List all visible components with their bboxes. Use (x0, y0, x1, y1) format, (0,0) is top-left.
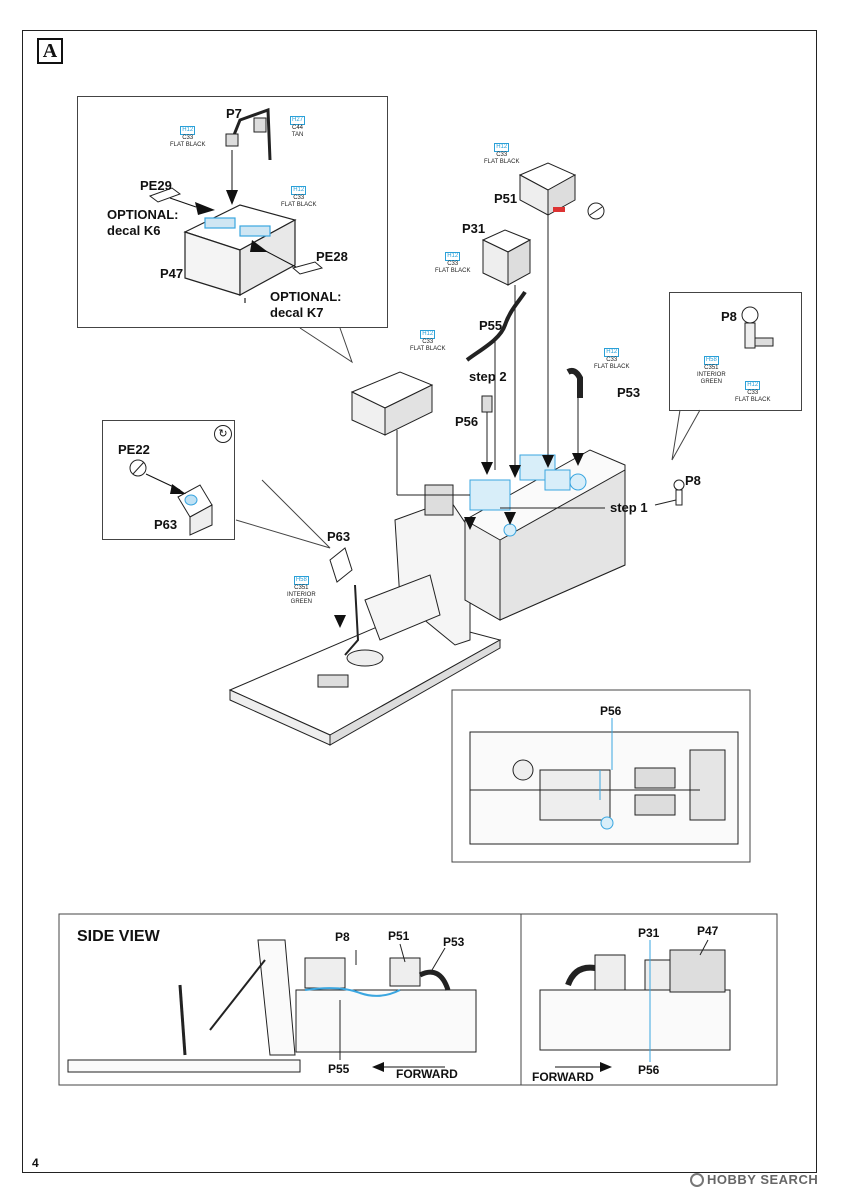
side-label-p31: P31 (638, 926, 660, 940)
label-p47: P47 (160, 266, 184, 281)
side-label-p47: P47 (697, 924, 719, 938)
p51-box (518, 162, 577, 216)
page-number: 4 (32, 1156, 39, 1170)
p55-hose (465, 290, 527, 362)
side-forward-left: FORWARD (396, 1067, 458, 1081)
label-p31: P31 (462, 221, 486, 236)
floor-plate (228, 614, 502, 746)
side-view-title: SIDE VIEW (77, 928, 160, 945)
label-p56: P56 (455, 414, 479, 429)
battery-small (350, 371, 434, 436)
side-forward-right: FORWARD (532, 1070, 594, 1084)
label-pe22: PE22 (118, 442, 150, 457)
label-optional-k6-1: OPTIONAL: (107, 207, 179, 222)
p63-drawing (177, 484, 213, 536)
side-label-p53: P53 (443, 935, 465, 949)
side-view-right-drawing (539, 949, 731, 1051)
seat-frame (364, 484, 471, 646)
label-p7: P7 (226, 106, 242, 121)
label-step1: step 1 (610, 500, 648, 515)
side-label-p55: P55 (328, 1062, 350, 1076)
label-p56-topview: P56 (600, 704, 622, 718)
side-label-p8: P8 (335, 930, 350, 944)
p8-detail-drawing (741, 306, 774, 349)
side-label-p56: P56 (638, 1063, 660, 1077)
label-p8: P8 (685, 473, 701, 488)
step-badge: A (37, 38, 63, 64)
label-p53: P53 (617, 385, 641, 400)
label-p8-detail: P8 (721, 309, 737, 324)
pe22-detail-box (102, 420, 235, 540)
label-p63-detail: P63 (154, 517, 178, 532)
label-step2: step 2 (469, 369, 507, 384)
watermark-logo-icon (690, 1173, 704, 1187)
p8-detail-box (669, 292, 802, 411)
side-view-left-drawing (67, 939, 477, 1073)
rotate-icon: ↻ (214, 425, 232, 443)
instruction-page-frame (22, 30, 817, 1173)
label-optional-k7-1: OPTIONAL: (270, 289, 342, 304)
label-p55: P55 (479, 318, 503, 333)
label-optional-k6-2: decal K6 (107, 223, 161, 238)
watermark: HOBBY SEARCH (690, 1172, 818, 1187)
top-view-drawing (469, 731, 739, 845)
p7-pipe (230, 107, 272, 161)
side-label-p51: P51 (388, 929, 410, 943)
label-pe29: PE29 (140, 178, 172, 193)
p31-box (481, 229, 532, 286)
label-p63: P63 (327, 529, 351, 544)
label-p51: P51 (494, 191, 518, 206)
battery-drawing (183, 204, 297, 303)
label-pe28: PE28 (316, 249, 348, 264)
label-optional-k7-2: decal K7 (270, 305, 324, 320)
